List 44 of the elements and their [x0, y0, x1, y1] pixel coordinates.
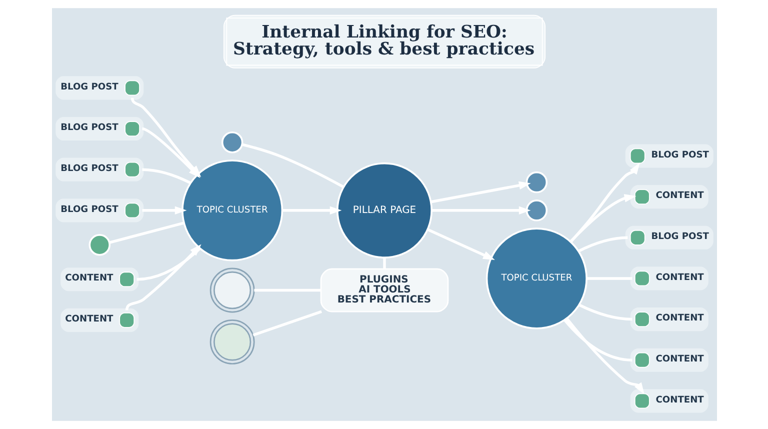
arrow — [569, 162, 640, 243]
connector — [578, 304, 632, 321]
node-box: BLOG POST — [55, 198, 144, 222]
node-box: CONTENT — [60, 268, 138, 292]
node-box: CONTENT — [630, 348, 708, 372]
node-circle: PILLAR PAGE — [336, 162, 432, 258]
node-box: BLOG POST — [624, 144, 713, 168]
arrow — [431, 206, 530, 215]
arrow — [569, 194, 636, 243]
node-box: BLOG POST — [55, 116, 144, 141]
node-box: BLOG POST — [55, 76, 144, 100]
node-circle — [88, 234, 110, 256]
node-circle — [525, 200, 548, 222]
arrow — [142, 206, 186, 215]
arrow — [125, 244, 201, 310]
node-picture — [209, 320, 254, 364]
node-box: CONTENT — [60, 308, 138, 332]
node-box: CONTENT — [630, 266, 708, 290]
diagram-title: Internal Linking for SEO: Strategy, tools & best practices — [232, 22, 534, 60]
node-circle — [525, 171, 548, 194]
connector — [242, 143, 344, 188]
arrow — [430, 181, 530, 204]
connector — [108, 222, 184, 244]
node-box: CONTENT — [630, 389, 708, 413]
connector — [142, 168, 191, 184]
connector — [586, 277, 632, 280]
connector — [382, 257, 386, 269]
arrow — [426, 228, 494, 260]
node-box: PLUGINS AI TOOLS BEST PRACTICES — [320, 268, 448, 312]
connector — [136, 248, 200, 281]
node-box: BLOG POST — [55, 158, 144, 182]
connector — [252, 310, 322, 336]
node-circle — [220, 131, 243, 154]
connector — [254, 288, 320, 292]
arrow — [565, 317, 644, 394]
node-circle: TOPIC CLUSTER — [485, 228, 587, 330]
connector — [562, 318, 632, 362]
connector — [577, 236, 628, 252]
node-picture — [209, 268, 254, 313]
node-circle: TOPIC CLUSTER — [181, 160, 283, 262]
arrow — [282, 206, 342, 215]
node-box: CONTENT — [630, 185, 708, 209]
node-box: BLOG POST — [624, 226, 713, 250]
node-box: CONTENT — [630, 308, 708, 332]
